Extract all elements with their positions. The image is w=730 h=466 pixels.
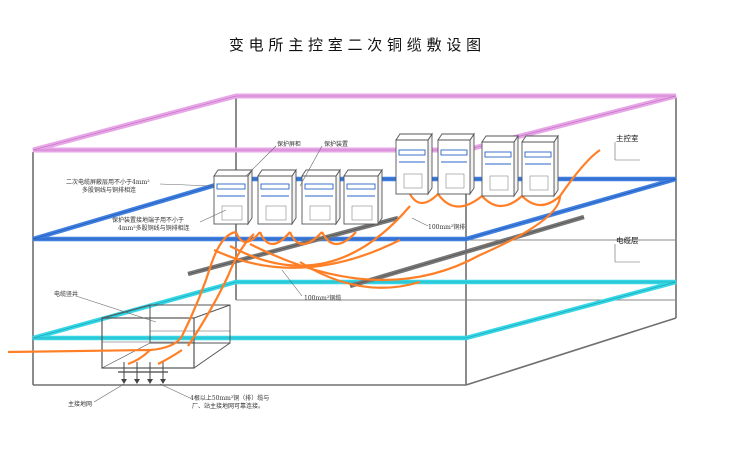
rear-cabinets bbox=[395, 132, 559, 198]
cabinet-rear-2 bbox=[437, 132, 475, 196]
label-protection-screen: 保护屏柜 bbox=[277, 140, 301, 148]
diagram-title: 变 电 所 主 控 室 二 次 铜 缆 敷 设 图 bbox=[229, 36, 481, 54]
labels: 主控室 电缆层 保护屏柜 保护装置 二次电缆屏蔽层用不小于4mm² 多股铜线与铜… bbox=[54, 133, 639, 410]
cabinet-front-1 bbox=[213, 168, 253, 226]
leader-lines bbox=[75, 142, 640, 403]
note-shield-line2: 多股铜线与铜排相连 bbox=[82, 186, 136, 194]
label-cable-shaft: 电缆竖井 bbox=[54, 290, 78, 298]
copper-cables bbox=[7, 149, 601, 366]
note-ground-line1: 保护装置接地端子用不小于 bbox=[112, 216, 184, 224]
note-shield-line1: 二次电缆屏蔽层用不小于4mm² bbox=[66, 178, 150, 186]
label-main-control-room: 主控室 bbox=[616, 133, 639, 143]
cabinet-rear-3 bbox=[481, 134, 519, 198]
copper-busbars bbox=[187, 214, 585, 289]
label-busbar-lower: 100mm²铜缆 bbox=[304, 294, 341, 302]
label-protection-device: 保护装置 bbox=[324, 140, 348, 148]
grounding-rods bbox=[118, 362, 168, 384]
cable-layer-floor bbox=[32, 279, 677, 341]
label-main-grid: 主接地网 bbox=[68, 400, 92, 408]
note-ground-line2: 4mm²多股铜线与铜排相连 bbox=[118, 224, 190, 232]
front-cabinets bbox=[213, 168, 383, 226]
cabinet-front-4 bbox=[343, 168, 383, 226]
grid-note-line1: 4根以上50mm²铜（排）缆与 bbox=[190, 394, 269, 402]
label-busbar-upper: 100mm²铜排 bbox=[428, 223, 465, 231]
cable-shaft bbox=[101, 304, 231, 369]
cabinet-rear-1 bbox=[395, 132, 433, 196]
roof-frame bbox=[32, 93, 677, 153]
label-cable-layer: 电缆层 bbox=[616, 235, 639, 245]
grid-note-line2: 厂、站主接地网可靠连接。 bbox=[192, 402, 264, 410]
cabinet-front-2 bbox=[257, 168, 297, 226]
cabinet-rear-4 bbox=[521, 134, 559, 198]
cabinet-front-3 bbox=[301, 168, 341, 226]
